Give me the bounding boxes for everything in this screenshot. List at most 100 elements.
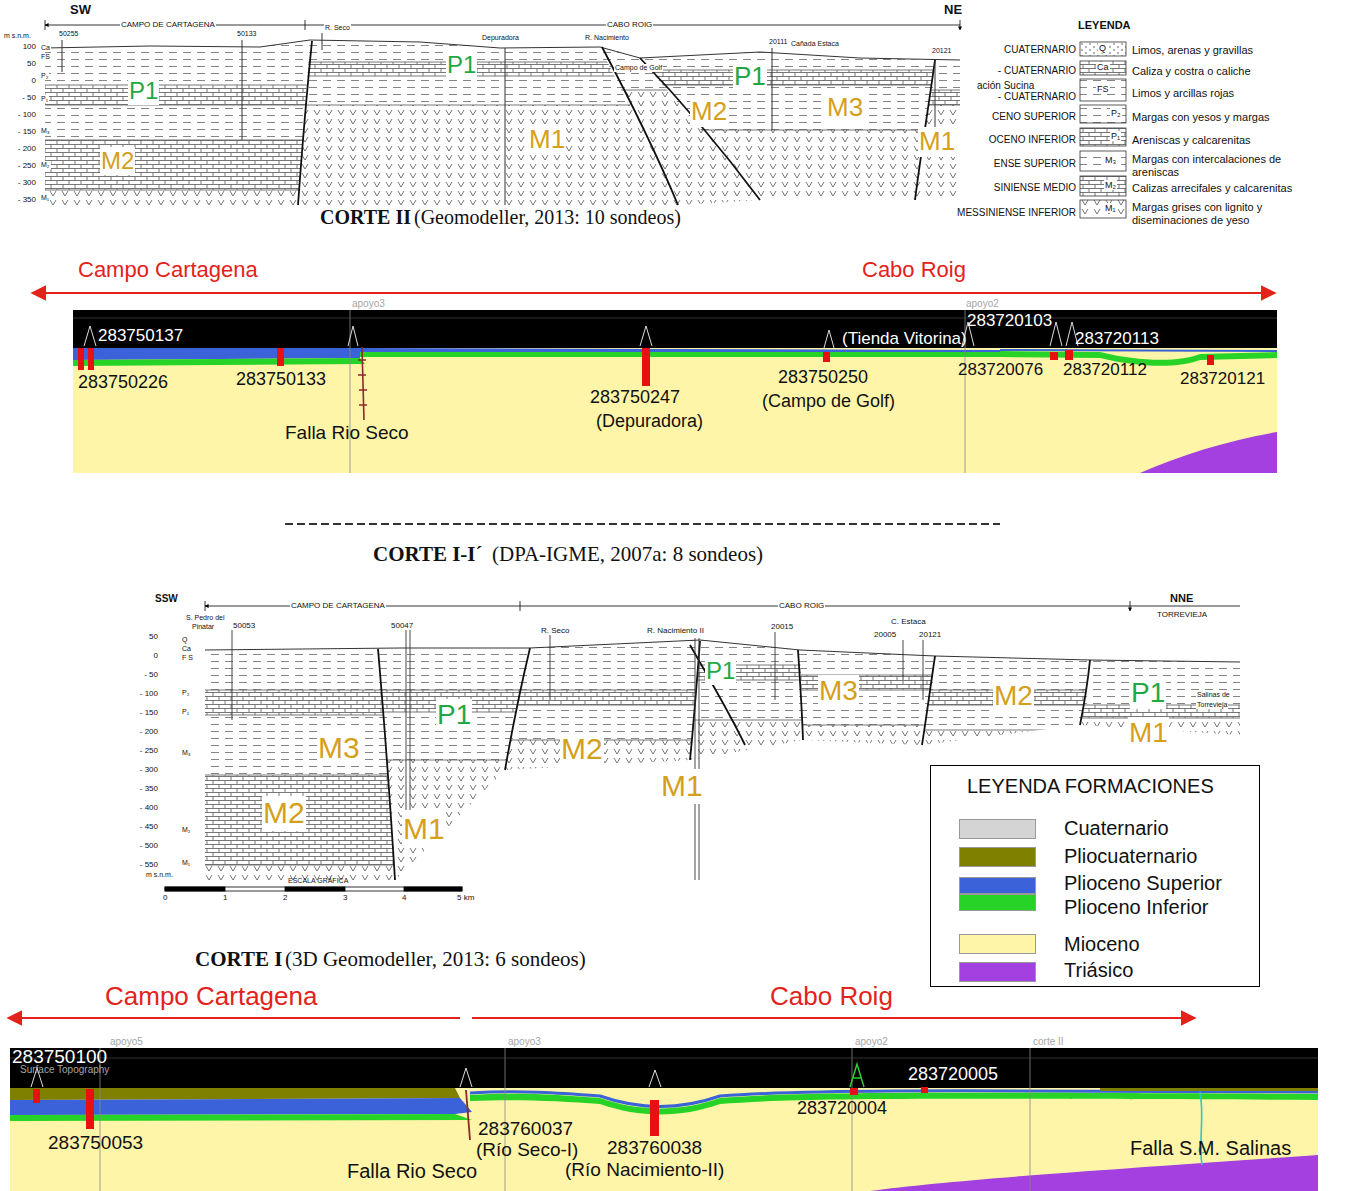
section-label: SINIENSE MEDIO (994, 182, 1076, 194)
section-label: M3 (317, 731, 361, 766)
section-label: P₁ (40, 95, 49, 103)
section-label: M3 (826, 93, 864, 123)
section-label: M₂ (181, 826, 192, 834)
section-label: - 450 (140, 822, 158, 831)
section-label: apoyo3 (352, 298, 385, 310)
section-label: 283750133 (236, 369, 326, 390)
section-label: m s.n.m. (4, 32, 31, 40)
section-label: M₁ (181, 859, 191, 867)
section-label: M2 (690, 97, 728, 127)
section-label: CABO ROIG (606, 20, 653, 29)
section-label: 50255 (58, 30, 79, 38)
section-label: M1 (1128, 717, 1169, 749)
section-label: - 150 (140, 708, 158, 717)
section-label: - 50 (144, 670, 158, 679)
section-label: FS (40, 53, 51, 61)
section-label: Cañada Estaca (790, 40, 840, 48)
legend-swatch (959, 934, 1036, 954)
legend-text: Limos, arenas y gravillas (1132, 44, 1253, 57)
section-label: M₁ (40, 194, 50, 202)
legend-text: Pliocuaternario (1064, 845, 1197, 868)
section-label: M3 (818, 675, 859, 707)
section-label: 0 (163, 893, 167, 902)
legend-text: Areniscas y calcarenitas (1132, 134, 1251, 147)
section-label: 20121 (918, 630, 942, 639)
section-label: M₃ (181, 749, 192, 757)
legend-swatch (959, 819, 1036, 839)
section-label: ENSE SUPERIOR (994, 158, 1076, 170)
section-label: M2 (262, 796, 306, 831)
section-label: 50 (149, 632, 158, 641)
section-label: P1 (436, 699, 472, 731)
section-label: M1 (918, 127, 956, 157)
section-label: P1 (446, 51, 477, 79)
section-label: 4 (402, 893, 406, 902)
section-label: 50053 (232, 621, 256, 630)
section-label: CORTE I (195, 947, 282, 971)
legend-box: LEYENDA FORMACIONES CuaternarioPliocuater… (930, 765, 1260, 987)
legend-text: Triásico (1064, 959, 1133, 982)
legend-text: Cuaternario (1064, 817, 1169, 840)
legend-text: Margas con intercalaciones de areniscas (1132, 153, 1322, 178)
section-label: corte II (1033, 1036, 1064, 1048)
section-label: - 100 (18, 110, 36, 119)
section-label: 283750226 (78, 372, 168, 393)
section-label: - 400 (140, 803, 158, 812)
section-label: 5 km (457, 893, 474, 902)
section-label: Depuradora (481, 34, 520, 42)
section-label: P₂ (1110, 108, 1122, 118)
section-label: M1 (402, 812, 446, 847)
section-label: Q (181, 636, 188, 644)
section-label: 50 (27, 59, 36, 68)
section-label: CENO SUPERIOR (992, 111, 1076, 123)
section-label: CAMPO DE CARTAGENA (290, 601, 386, 610)
section-label: Torrevieja (1196, 701, 1228, 709)
section-label: 283720076 (958, 360, 1043, 380)
section-label: M2 (993, 680, 1034, 712)
section-label: 283750053 (48, 1132, 143, 1154)
section-label: ESCALA GRÁFICA (288, 877, 348, 885)
section-label: M2 (560, 732, 604, 767)
section-label: Ca (40, 44, 51, 52)
legend-swatch (959, 877, 1036, 894)
section-label: TORREVIEJA (1156, 610, 1208, 619)
legend-text: Margas grises con lignito y diseminacion… (1132, 201, 1322, 226)
legend-text: Mioceno (1064, 933, 1140, 956)
section-label: 20015 (770, 622, 794, 631)
legend-title: LEYENDA FORMACIONES (967, 775, 1214, 798)
section-label: - 350 (18, 195, 36, 204)
section-label: M₁ (1104, 203, 1117, 213)
section-label: 283760038 (607, 1137, 702, 1159)
section-label: M₃ (1104, 155, 1117, 165)
section-label: Cabo Roig (770, 982, 893, 1012)
section-label: Campo Cartagena (78, 257, 258, 282)
section-label: M₂ (1104, 180, 1117, 190)
section-label: Ca (1096, 62, 1110, 72)
section-label: - CUATERNARIO (998, 65, 1076, 77)
section-label: - 250 (140, 746, 158, 755)
section-label: NE (944, 3, 962, 18)
section-label: SSW (155, 593, 178, 605)
section-label: P1 (1130, 677, 1166, 709)
section-label: - 200 (18, 144, 36, 153)
section-label: 283720112 (1063, 360, 1147, 380)
section-label: - 500 (140, 841, 158, 850)
legend-text: Plioceno Superior (1064, 872, 1222, 895)
section-label: M₂ (40, 161, 51, 169)
legend-text: Calizas arrecifales y calcarenitas (1132, 182, 1292, 195)
section-label: CABO ROIG (778, 601, 825, 610)
section-label: m s.n.m. (146, 871, 173, 879)
legend-swatch (959, 962, 1036, 982)
section-label: Surface Topography (20, 1064, 109, 1076)
section-label: (Depuradora) (596, 411, 703, 432)
section-label: P₁ (181, 708, 190, 716)
section-label: 3 (343, 893, 347, 902)
section-label: R. Nacimiento II (646, 626, 705, 635)
section-label: 1 (223, 893, 227, 902)
section-label: FS (1096, 84, 1110, 94)
section-label: - 300 (140, 765, 158, 774)
section-label: MESSINIENSE INFERIOR (957, 207, 1076, 219)
section-label: F S (181, 654, 194, 662)
section-label: - 100 (140, 689, 158, 698)
